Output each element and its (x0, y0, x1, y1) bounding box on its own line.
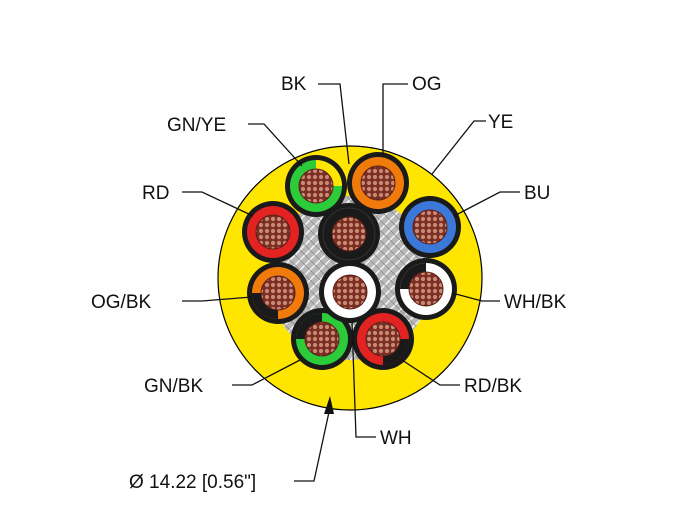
leader-rd (182, 191, 254, 217)
label-wh: WH (380, 428, 412, 449)
label-rd: RD (142, 183, 169, 204)
leader-bu (453, 191, 520, 217)
leader-og (382, 83, 408, 155)
leader-lines (182, 83, 520, 482)
leader-ye (431, 120, 486, 175)
label-wh-bk: WH/BK (504, 292, 567, 313)
conductor-og (347, 152, 409, 214)
leader-wh (351, 321, 376, 438)
leader-diameter (294, 411, 330, 482)
label-bu: BU (524, 183, 550, 204)
label-og: OG (412, 74, 442, 95)
label-ye: YE (488, 112, 513, 133)
diameter-arrowhead (324, 396, 334, 414)
leader-gn-ye (248, 123, 303, 167)
conductor-gn-bk (291, 308, 353, 370)
label-gn-bk: GN/BK (144, 376, 203, 397)
label-rd-bk: RD/BK (464, 376, 522, 397)
leader-og-bk (182, 296, 253, 302)
conductor-bu (399, 196, 461, 258)
label-diameter: Ø 14.22 [0.56"] (129, 472, 256, 493)
label-gn-ye: GN/YE (167, 115, 226, 136)
conductor-wh-bk (395, 258, 457, 320)
conductor-gn-ye (285, 155, 347, 217)
conductor-rd-bk (352, 308, 414, 370)
leader-bk (318, 83, 350, 165)
label-og-bk: OG/BK (91, 292, 152, 313)
conductor-rd (242, 201, 304, 263)
conductor-og-bk (247, 262, 309, 324)
label-bk: BK (281, 74, 307, 95)
conductor-bk (318, 203, 380, 265)
leader-gn-bk (232, 359, 301, 386)
leader-rd-bk (401, 359, 460, 386)
conductor-wh (319, 261, 381, 323)
leader-wh-bk (451, 292, 500, 302)
